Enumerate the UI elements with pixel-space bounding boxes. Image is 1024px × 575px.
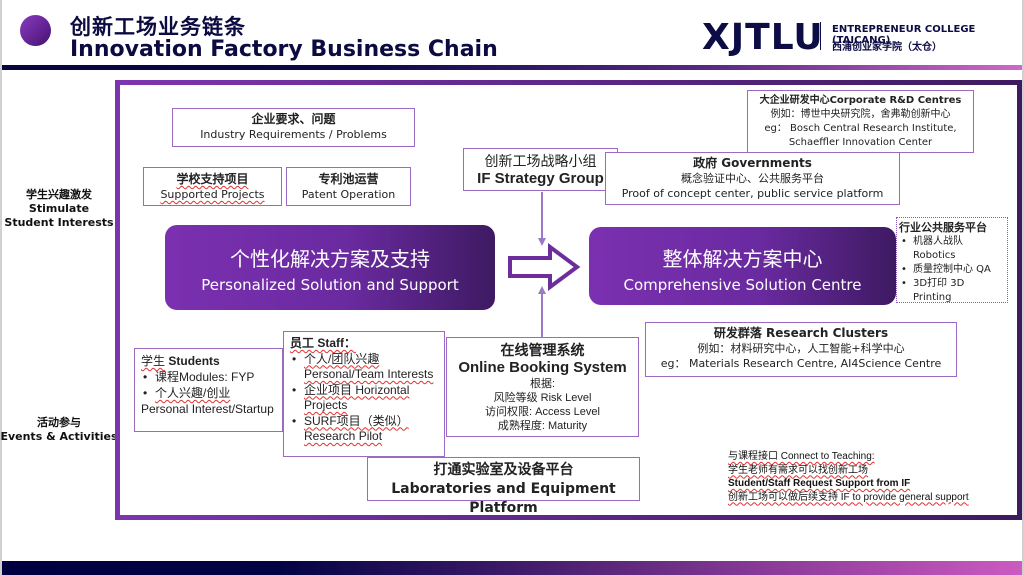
corporate-rd-title: 大企业研发中心Corporate R&D Centres	[759, 95, 962, 106]
staff-item-horizontal: 企业项目 Horizontal Projects	[290, 383, 438, 414]
patent-operation-box: 专利池运营 Patent Operation	[286, 167, 411, 206]
side-label-stimulate-en2: Student Interests	[4, 216, 114, 229]
corporate-rd-cn: 例如：博世中央研究院，舍弗勒创新中心	[770, 109, 951, 120]
logo-divider	[820, 22, 821, 50]
industry-requirements-cn: 企业要求、问题	[251, 112, 336, 126]
students-item-interest: 个人兴趣/创业	[141, 385, 276, 401]
personalized-solution-en: Personalized Solution and Support	[201, 276, 459, 294]
comprehensive-solution-cn: 整体解决方案中心	[662, 247, 823, 271]
laboratories-platform-en: Laboratories and Equipment Platform	[391, 481, 616, 516]
online-booking-cn: 在线管理系统	[500, 342, 585, 358]
flow-arrow-graphic	[508, 192, 581, 338]
strategy-group-cn: 创新工场战略小组	[484, 153, 597, 169]
staff-box: 员工 Staff： 个人/团队兴趣 Personal/Team Interest…	[283, 331, 445, 457]
side-label-stimulate-cn: 学生兴趣激发	[26, 188, 92, 201]
personalized-solution-block: 个性化解决方案及支持 Personalized Solution and Sup…	[165, 225, 495, 310]
teaching-note-line-3: Student/Staff Request Support from IF	[728, 478, 911, 489]
laboratories-platform-box: 打通实验室及设备平台 Laboratories and Equipment Pl…	[367, 457, 640, 516]
page-title-cn: 创新工场业务链条	[70, 15, 246, 39]
public-service-item-robotics: 机器人战队 Robotics	[899, 235, 1005, 263]
research-clusters-cn: 例如：材料研究中心，人工智能+科学中心	[697, 342, 905, 355]
staff-item-interests: 个人/团队兴趣 Personal/Team Interests	[290, 352, 438, 383]
teaching-note-line-1: 与课程接口 Connect to Teaching:	[728, 451, 875, 462]
industry-requirements-box: 企业要求、问题 Industry Requirements / Problems	[172, 108, 415, 147]
side-label-stimulate-en1: Stimulate	[28, 202, 90, 215]
strategy-group-en: IF Strategy Group	[477, 170, 604, 187]
teaching-note-line-2: 学生老师有需求可以找创新工场	[728, 464, 868, 476]
college-name-en: ENTREPRENEUR COLLEGE (TAICANG)	[832, 24, 976, 46]
patent-operation-en: Patent Operation	[301, 188, 396, 201]
slide-left-edge	[0, 0, 2, 575]
online-booking-en: Online Booking System	[458, 359, 627, 376]
booking-access-level: 访问权限: Access Level	[485, 406, 600, 418]
governments-box: 政府 Governments 概念验证中心、公共服务平台 Proof of co…	[605, 152, 900, 205]
side-label-events: 活动参与 Events & Activities	[0, 416, 118, 444]
connector-arrowhead-top	[538, 238, 546, 246]
public-service-platform-box: 行业公共服务平台 机器人战队 Robotics 质量控制中心 QA 3D打印 3…	[896, 217, 1008, 303]
booking-risk-level: 风险等级 Risk Level	[493, 392, 592, 404]
teaching-note-line-4: 创新工场可以做后续支持 IF to provide general suppor…	[728, 491, 969, 503]
students-item-startup: Personal Interest/Startup	[141, 402, 274, 416]
governments-title: 政府 Governments	[693, 156, 812, 170]
supported-projects-en: Supported Projects	[160, 188, 265, 201]
corporate-rd-box: 大企业研发中心Corporate R&D Centres 例如：博世中央研究院，…	[747, 90, 974, 153]
side-label-stimulate: 学生兴趣激发 Stimulate Student Interests	[2, 188, 116, 230]
page-title-en: Innovation Factory Business Chain	[70, 37, 498, 62]
comprehensive-solution-en: Comprehensive Solution Centre	[623, 276, 862, 294]
connector-arrowhead-bottom	[538, 286, 546, 294]
research-clusters-title: 研发群落 Research Clusters	[713, 326, 889, 340]
industry-requirements-en: Industry Requirements / Problems	[200, 128, 387, 141]
strategy-group-box: 创新工场战略小组 IF Strategy Group	[463, 148, 618, 191]
footer-gradient-bar	[2, 561, 1022, 575]
supported-projects-cn: 学校支持项目	[176, 172, 249, 186]
staff-item-surf: SURF项目（类似）Research Pilot	[290, 414, 438, 445]
comprehensive-solution-block: 整体解决方案中心 Comprehensive Solution Centre	[589, 227, 896, 305]
side-label-events-en: Events & Activities	[0, 430, 118, 443]
governments-cn: 概念验证中心、公共服务平台	[681, 172, 824, 185]
students-box: 学生 Students 课程Modules: FYP 个人兴趣/创业 Perso…	[134, 348, 283, 432]
title-bullet-icon	[20, 15, 51, 46]
public-service-item-3d-printing: 3D打印 3D Printing	[899, 277, 1005, 305]
research-clusters-en: eg： Materials Research Centre, AI4Scienc…	[660, 357, 942, 370]
college-name-cn: 西浦创业家学院（太仓）	[832, 42, 942, 53]
corporate-rd-en2: Schaeffler Innovation Center	[788, 137, 933, 148]
right-arrow-icon	[508, 243, 581, 291]
booking-maturity: 成熟程度: Maturity	[497, 420, 588, 432]
staff-title: 员工 Staff：	[290, 336, 357, 350]
xjtlu-logo: XJTLU	[702, 17, 824, 58]
online-booking-box: 在线管理系统 Online Booking System 根据: 风险等级 Ri…	[446, 337, 639, 437]
students-item-modules: 课程Modules: FYP	[141, 369, 276, 385]
public-service-item-qa: 质量控制中心 QA	[899, 263, 1005, 277]
research-clusters-box: 研发群落 Research Clusters 例如：材料研究中心，人工智能+科学…	[645, 322, 957, 377]
booking-criteria-label: 根据:	[529, 378, 556, 390]
governments-en: Proof of concept center, public service …	[621, 187, 884, 200]
side-label-events-cn: 活动参与	[37, 416, 81, 429]
personalized-solution-cn: 个性化解决方案及支持	[230, 247, 430, 271]
header-divider-bar	[2, 65, 1022, 70]
students-title-en: Students	[168, 354, 220, 368]
students-title-cn: 学生	[141, 354, 166, 368]
supported-projects-box: 学校支持项目 Supported Projects	[143, 167, 282, 206]
public-service-title: 行业公共服务平台	[899, 221, 987, 234]
corporate-rd-en1: eg： Bosch Central Research Institute,	[764, 123, 957, 134]
teaching-connection-note: 与课程接口 Connect to Teaching: 学生老师有需求可以找创新工…	[728, 450, 1008, 504]
patent-operation-cn: 专利池运营	[318, 172, 379, 186]
laboratories-platform-cn: 打通实验室及设备平台	[433, 462, 574, 478]
slide-right-edge	[1022, 0, 1024, 575]
